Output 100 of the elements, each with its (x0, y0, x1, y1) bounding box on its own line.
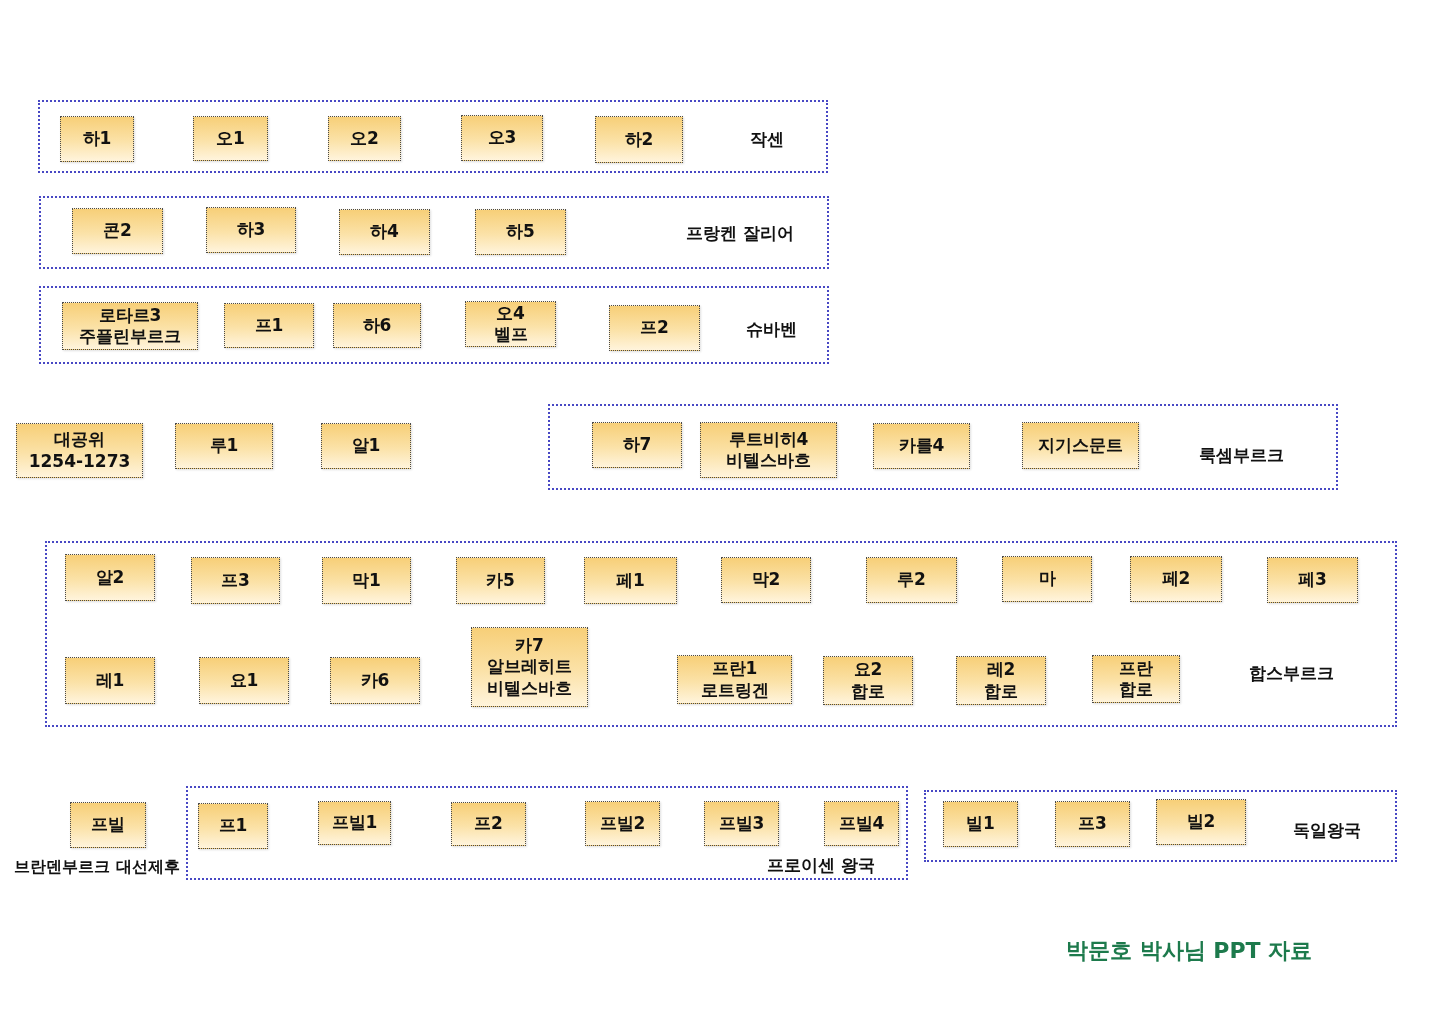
ruler-card (330, 657, 420, 704)
ruler-card (595, 116, 683, 163)
ruler-note: 브란덴부르크 대선제후 (14, 857, 180, 877)
ruler-name: 프빌1 (331, 812, 378, 834)
dynasty-name: 독일왕국 (1293, 819, 1361, 841)
ruler-name: 루2 (897, 569, 926, 591)
ruler-name: 빌2 (1186, 811, 1216, 833)
dynasty-name: 작센 (750, 128, 784, 150)
dynasty-panel (186, 786, 908, 880)
ruler-card (585, 801, 660, 846)
ruler-card (206, 207, 296, 253)
ruler-card (1092, 655, 1180, 703)
ruler-card (333, 303, 421, 348)
ruler-name: 오4 벨프 (493, 302, 528, 346)
ruler-card (321, 423, 411, 469)
ruler-name: 하3 (236, 219, 266, 241)
ruler-card (1156, 799, 1246, 845)
ruler-name: 프빌 (91, 814, 125, 836)
ruler-name: 오3 (487, 127, 517, 149)
dynasty-name: 프로이센 왕국 (767, 854, 875, 876)
dynasty-name: 룩셈부르크 (1198, 444, 1284, 466)
ruler-card (1130, 556, 1222, 602)
ruler-card (465, 301, 556, 347)
ruler-card (62, 302, 198, 350)
ruler-card (704, 801, 779, 846)
ruler-name: 프3 (221, 569, 250, 592)
ruler-card (451, 802, 526, 846)
ruler-name: 하1 (82, 128, 112, 150)
dynasty-panel (924, 790, 1397, 862)
ruler-card (471, 627, 588, 707)
ruler-name: 레2 합로 (984, 659, 1018, 702)
ruler-card (873, 423, 970, 469)
ruler-card (677, 655, 792, 704)
ruler-card (592, 422, 682, 468)
ruler-name: 카를4 (898, 435, 945, 457)
ruler-card (198, 803, 268, 849)
ruler-name: 프빌3 (718, 812, 765, 835)
ruler-name: 루트비히4 비텔스바흐 (726, 428, 811, 472)
ruler-card (318, 801, 391, 845)
dynasty-name: 프랑켄 잘리어 (686, 222, 794, 244)
ruler-name: 알2 (95, 566, 125, 589)
ruler-card (65, 554, 155, 601)
ruler-name: 페2 (1161, 568, 1191, 590)
ruler-name: 막1 (352, 569, 381, 592)
ruler-name: 빌1 (966, 813, 995, 835)
ruler-card (72, 208, 163, 254)
ruler-name: 프1 (218, 815, 248, 837)
ruler-name: 프3 (1078, 813, 1107, 835)
ruler-name: 프빌2 (599, 812, 646, 835)
ruler-card (328, 116, 401, 161)
ruler-card (70, 802, 146, 848)
ruler-name: 알1 (351, 435, 381, 457)
ruler-card (823, 656, 913, 705)
ruler-name: 카5 (486, 569, 515, 592)
ruler-name: 하4 (370, 221, 399, 243)
ruler-card (584, 557, 677, 604)
ruler-card (1002, 556, 1092, 602)
ruler-name: 페3 (1298, 569, 1327, 591)
dynasty-panel (548, 404, 1338, 490)
ruler-card (65, 657, 155, 704)
ruler-name: 하7 (622, 434, 652, 456)
ruler-card (943, 801, 1018, 847)
ruler-name: 프2 (640, 317, 669, 339)
ruler-card (16, 423, 143, 478)
ruler-name: 요1 (229, 669, 259, 692)
dynasty-panel (38, 100, 828, 173)
ruler-name: 오2 (350, 127, 379, 150)
ruler-card (475, 209, 566, 255)
ruler-card (461, 115, 543, 161)
ruler-name: 막2 (751, 569, 781, 591)
ruler-name: 프1 (254, 314, 284, 337)
ruler-card (322, 557, 411, 604)
ruler-name: 프빌4 (838, 812, 885, 835)
ruler-name: 프2 (474, 813, 503, 835)
ruler-name: 하2 (624, 128, 654, 151)
dynasty-panel (45, 541, 1397, 727)
dynasty-panel (39, 196, 829, 269)
ruler-name: 대공위 1254-1273 (28, 429, 131, 472)
ruler-name: 하5 (506, 221, 535, 243)
ruler-card (339, 209, 430, 255)
ruler-card (193, 116, 268, 161)
dynasty-name: 슈바벤 (745, 318, 797, 340)
ruler-card (191, 557, 280, 604)
ruler-card (60, 116, 134, 162)
ruler-name: 프란1 로트링겐 (700, 658, 769, 701)
ruler-name: 페1 (616, 569, 645, 592)
ruler-name: 오1 (216, 127, 245, 150)
ruler-name: 루1 (209, 435, 239, 457)
ruler-name: 콘2 (103, 220, 132, 242)
ruler-card (199, 657, 289, 704)
ruler-name: 레1 (95, 669, 125, 692)
ruler-name: 카6 (360, 669, 390, 692)
ruler-card (700, 422, 837, 478)
ruler-card (866, 557, 957, 603)
ruler-card (456, 557, 545, 604)
ruler-card (721, 557, 811, 603)
ruler-name: 마 (1038, 568, 1056, 590)
ruler-name: 카7 알브레히트 비텔스바흐 (487, 635, 572, 699)
ruler-card (175, 423, 273, 469)
ruler-card (824, 801, 899, 846)
